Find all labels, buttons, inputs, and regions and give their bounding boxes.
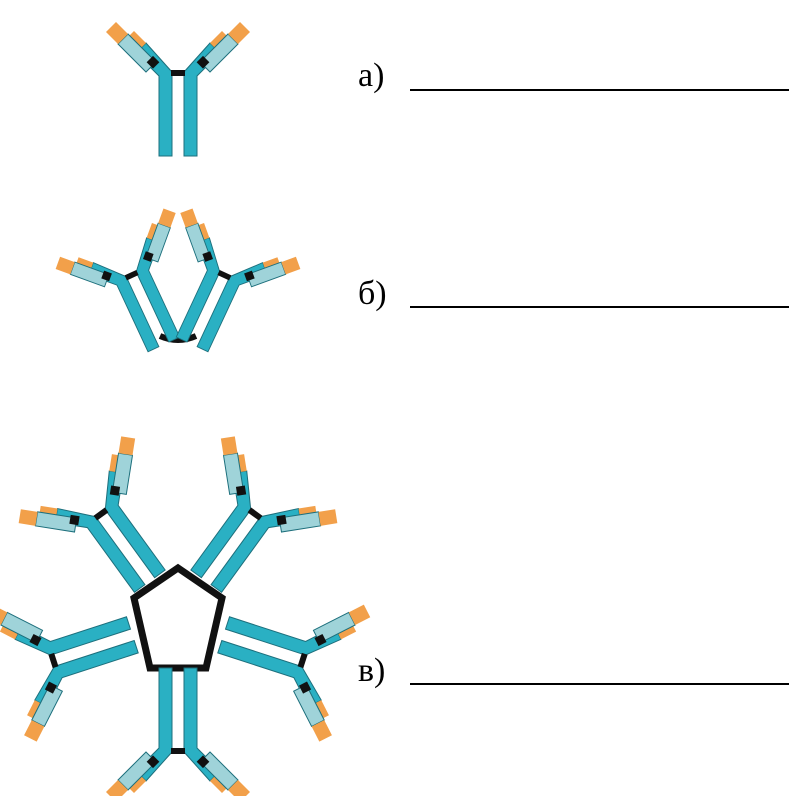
antibody-unit [0,565,156,746]
label-b: б) [358,275,387,312]
label-v: в) [358,652,385,689]
antibody-unit [200,565,374,746]
antibody-unit [105,667,251,796]
antibody-pentamer [0,429,374,796]
j-chain-link [158,333,198,343]
pentamer-ring [130,563,226,672]
antibody-unit [12,429,209,624]
antibody-unit [147,429,344,624]
antibody-monomer [105,21,251,157]
label-a: а) [358,57,384,94]
antibody-unit [105,21,251,157]
antibody-dimer [51,204,305,373]
